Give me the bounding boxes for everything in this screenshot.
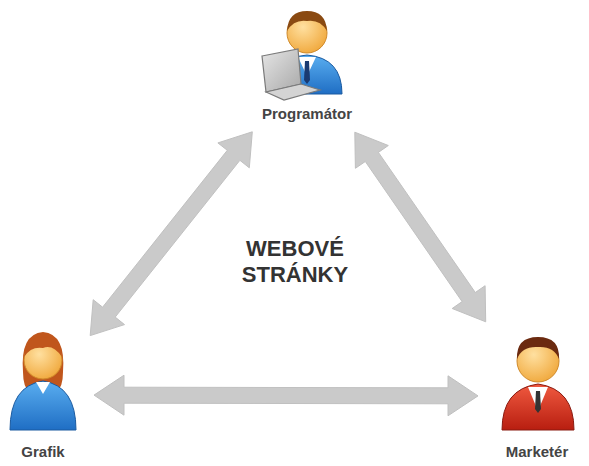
programmer-icon: [262, 11, 342, 100]
marketer-icon: [502, 337, 574, 430]
double-arrow: [355, 132, 486, 322]
designer-icon: [10, 332, 76, 430]
person-name: Marketér: [488, 443, 586, 460]
person-node: Grafik: [2, 328, 84, 462]
person-name: Programátor: [240, 105, 374, 122]
double-arrow: [90, 132, 252, 336]
double-arrow: [94, 375, 478, 416]
center-label: WEBOVÉ STRÁNKY: [190, 236, 400, 289]
person-node: Marketér: [488, 330, 586, 462]
person-name: Grafik: [2, 443, 84, 460]
person-node: Programátor: [240, 2, 374, 124]
